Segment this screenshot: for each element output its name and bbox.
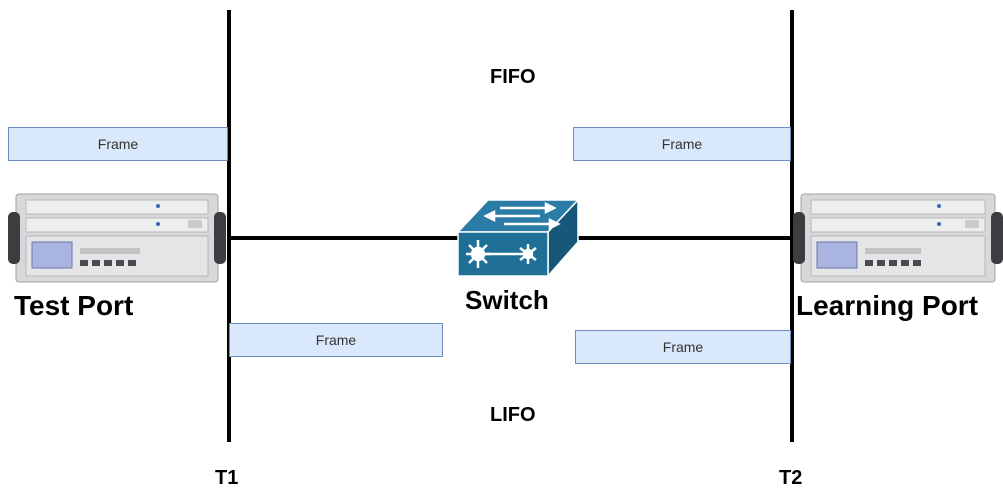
frame-top-right: Frame bbox=[573, 127, 791, 161]
learning-port-device-icon bbox=[793, 192, 1003, 284]
frame-bottom-right: Frame bbox=[575, 330, 791, 364]
test-port-label: Test Port bbox=[14, 290, 134, 321]
frame-top-left: Frame bbox=[8, 127, 228, 161]
test-port-device-icon bbox=[8, 192, 226, 284]
switch-icon bbox=[454, 198, 580, 278]
t2-label: T2 bbox=[779, 467, 803, 489]
learning-port-label: Learning Port bbox=[796, 290, 979, 321]
t1-timeline bbox=[227, 10, 231, 442]
fifo-label: FIFO bbox=[490, 66, 536, 88]
link-left bbox=[229, 236, 461, 240]
frame-bottom-left: Frame bbox=[229, 323, 443, 357]
lifo-label: LIFO bbox=[490, 404, 536, 426]
t1-label: T1 bbox=[215, 467, 239, 489]
t2-timeline bbox=[790, 10, 794, 442]
switch-label: Switch bbox=[465, 285, 549, 315]
link-right bbox=[576, 236, 792, 240]
